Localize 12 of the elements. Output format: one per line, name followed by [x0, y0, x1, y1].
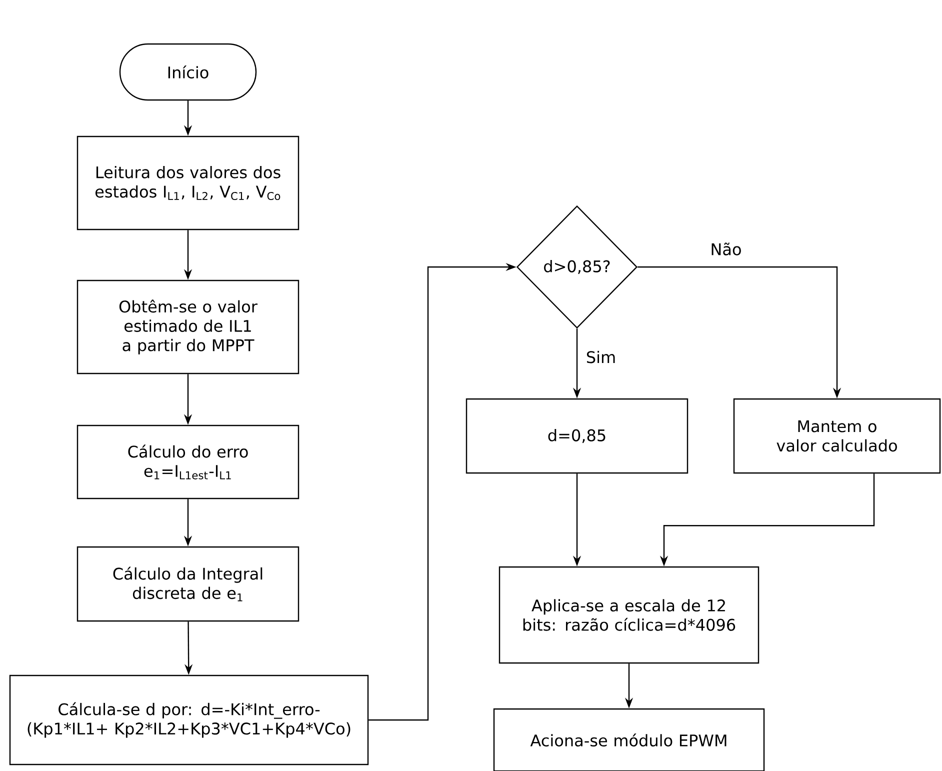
edge-label: Sim [584, 349, 618, 365]
process-box: Mantem o valor calculado [733, 398, 941, 474]
process-box: Cálculo do erro e$_{1}$=I$_{L1est}$-I$_{L1}$ [76, 424, 300, 500]
process-box: Cálcula-se d por: d=-Ki*Int_erro-(Kp1*IL1+ Kp2*IL2+Kp3*VC1+Kp4*VCo) [9, 674, 369, 766]
process-box: Aplica-se a escala de 12 bits: razão cíclica=d*4096 [498, 566, 760, 664]
start-terminal: Início [119, 43, 257, 101]
process-box: d=0,85 [466, 398, 688, 474]
edge-label: Não [708, 241, 744, 257]
process-box: Cálculo da Integral discreta de e$_{1}$ [76, 546, 300, 622]
process-box: Leitura dos valores dos estados I$_{L1}$, I$_{L2}$, V$_{C1}$, V$_{Co}$ [76, 136, 300, 230]
process-box: Obtêm-se o valor estimado de IL1 a partir do MPPT [76, 280, 300, 374]
process-box: Aciona-se módulo EPWM [493, 708, 765, 771]
